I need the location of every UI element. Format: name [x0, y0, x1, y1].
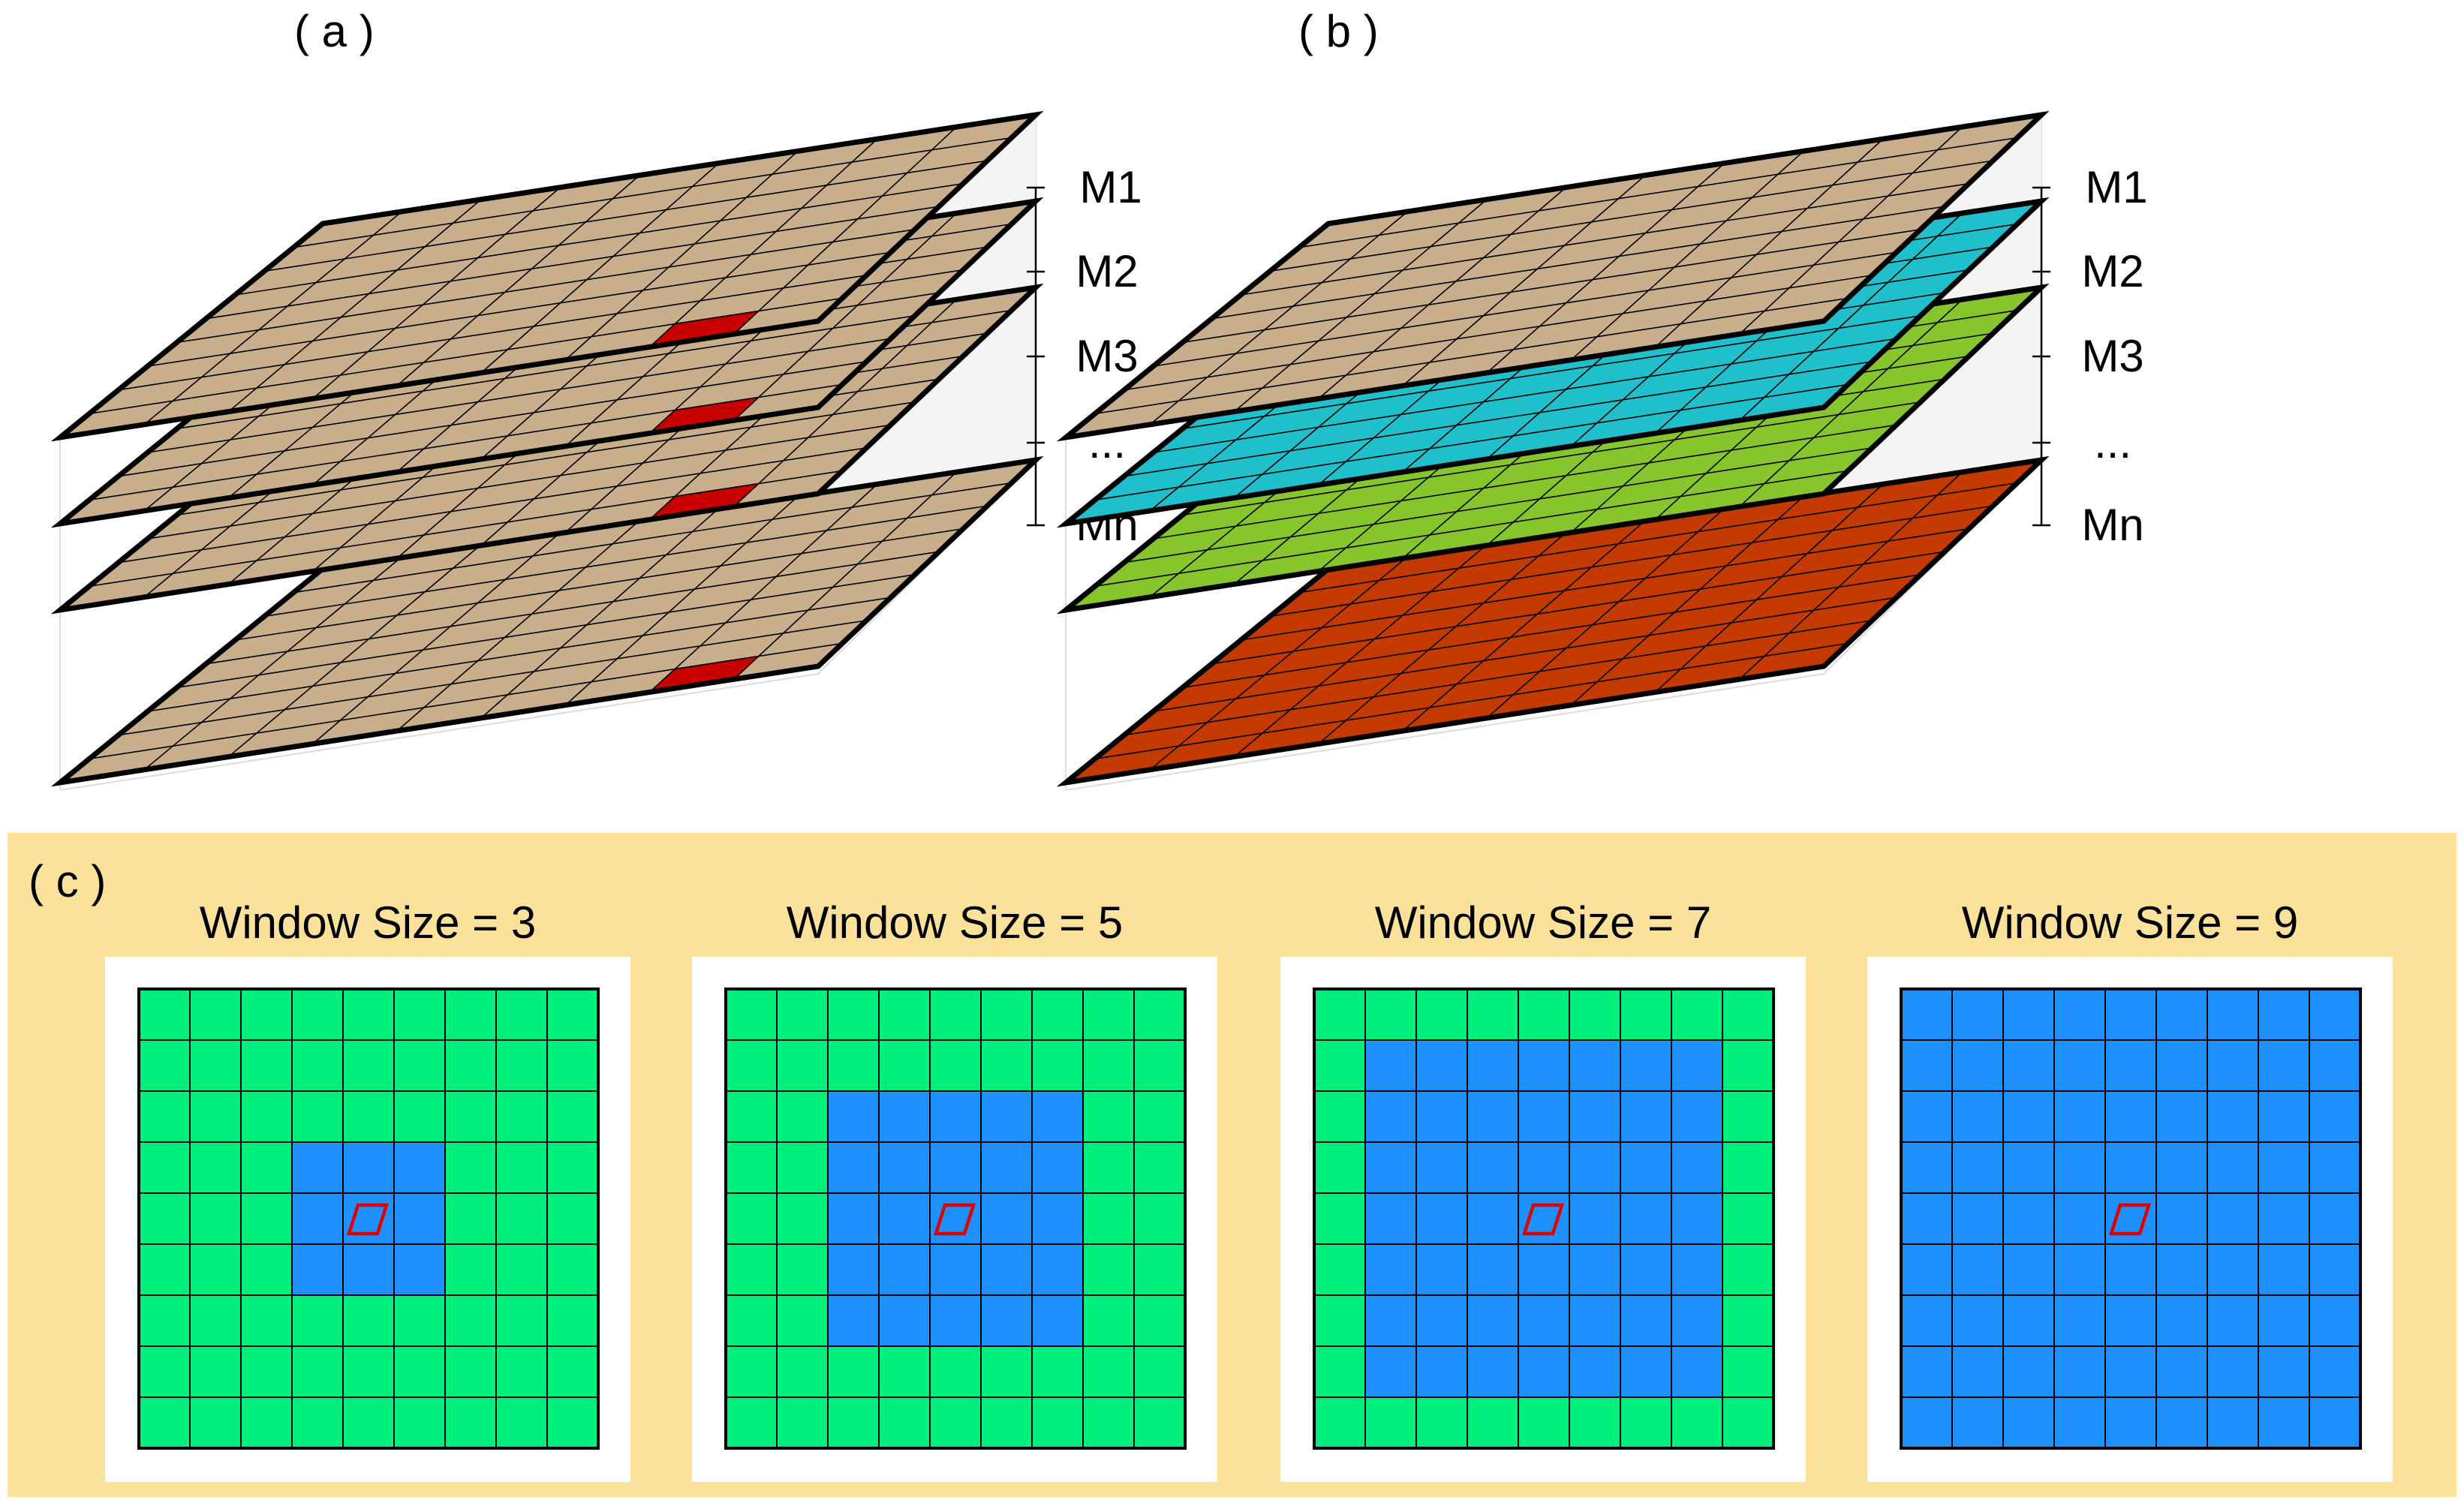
window-panel-7: Window Size = 7	[1280, 897, 1806, 1482]
window-title: Window Size = 9	[1962, 897, 2299, 948]
window-panel-3: Window Size = 3	[105, 897, 630, 1482]
window-grid	[137, 987, 600, 1450]
window-panel-9: Window Size = 9	[1867, 897, 2393, 1482]
stack-b-axis-label-1: M1	[2085, 162, 2147, 212]
center-pixel-marker	[1521, 1203, 1565, 1236]
stack-b-axis-label-5: Mn	[2081, 500, 2144, 550]
stack-b-axis-label-3: M3	[2081, 331, 2144, 381]
center-pixel-marker	[2108, 1203, 2152, 1236]
stack-a-layer-1	[50, 110, 1044, 442]
window-grid	[1313, 987, 1775, 1450]
window-title: Window Size = 3	[200, 897, 537, 948]
window-panel-5: Window Size = 5	[692, 897, 1217, 1482]
stack-b-axis-label-4: ...	[2094, 417, 2132, 467]
window-row: Window Size = 3 Window Size = 5 Window Siz…	[105, 897, 2393, 1482]
panel-c-label: ( c )	[29, 856, 106, 906]
panel-a-label: ( a )	[294, 6, 375, 56]
stack-b-layer-1	[1056, 110, 2050, 442]
window-title: Window Size = 5	[787, 897, 1124, 948]
window-title: Window Size = 7	[1375, 897, 1712, 948]
center-pixel-marker	[346, 1203, 390, 1236]
stack-b-axis-label-2: M2	[2081, 246, 2144, 296]
stack-a-axis-label-1: M1	[1079, 162, 1142, 212]
window-grid	[1900, 987, 2362, 1450]
stack-a-axis-label-2: M2	[1076, 246, 1138, 296]
center-pixel-marker	[933, 1203, 976, 1236]
panel-b-label: ( b )	[1298, 6, 1379, 56]
stack-a-axis-label-3: M3	[1076, 331, 1138, 381]
window-grid	[724, 987, 1187, 1450]
